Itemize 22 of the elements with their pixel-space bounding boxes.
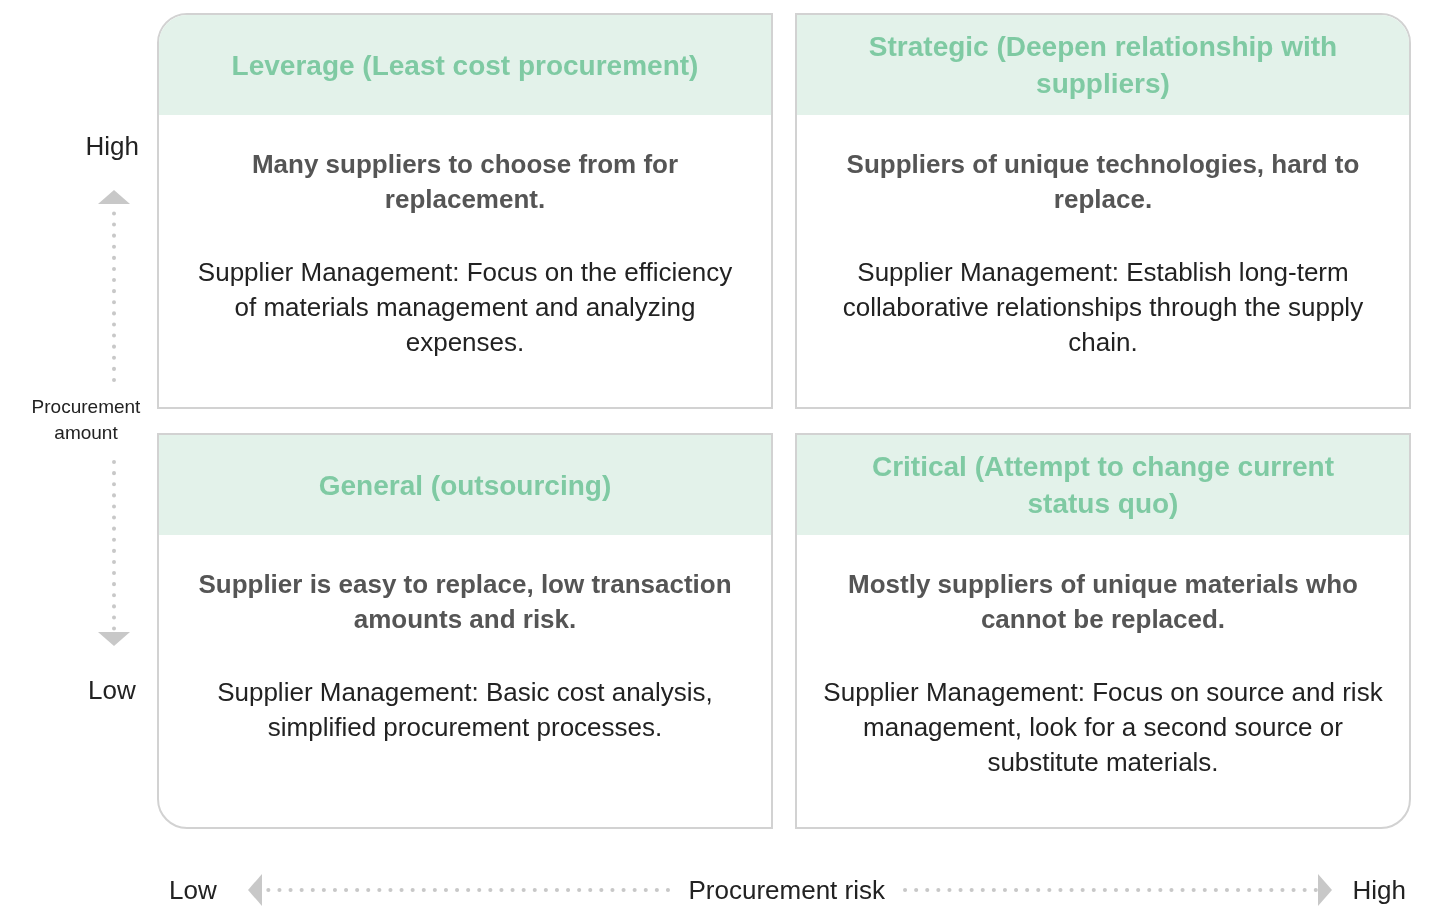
description-text: Supplier Management: Establish long-term collaborative relationships through the supply chain.	[841, 256, 1365, 359]
key-statement: Suppliers of unique technologies, hard to replace.	[845, 148, 1361, 216]
quadrant-card	[795, 433, 1411, 829]
quadrant-title: Strategic (Deepen relationship with suppliers)	[867, 30, 1339, 101]
quadrant-card	[157, 13, 773, 409]
quadrant-card	[795, 13, 1411, 409]
quadrant-title: Critical (Attempt to change current status quo)	[870, 450, 1336, 521]
quadrant-card	[157, 433, 773, 829]
axis-title: Procurement risk	[688, 873, 885, 906]
quadrant-title: General (outsourcing)	[317, 468, 613, 503]
axis-label: High	[1352, 873, 1406, 906]
key-statement: Many suppliers to choose from for replacement.	[250, 148, 680, 216]
axis-label: Low	[88, 673, 136, 707]
key-statement: Mostly suppliers of unique materials who cannot be replaced.	[847, 568, 1359, 636]
description-text: Supplier Management: Focus on source and risk management, look for a second source or substitute materials.	[823, 676, 1383, 779]
quadrant-title: Leverage (Least cost procurement)	[230, 48, 700, 83]
axis-label: Low	[169, 873, 217, 906]
axis-title: Procurement amount	[30, 395, 142, 445]
key-statement: Supplier is easy to replace, low transaction amounts and risk.	[197, 568, 733, 636]
description-text: Supplier Management: Focus on the efficiency of materials management and analyzing expenses.	[196, 256, 734, 359]
axis-label: High	[85, 129, 139, 163]
description-text: Supplier Management: Basic cost analysis, simplified procurement processes.	[216, 676, 714, 744]
